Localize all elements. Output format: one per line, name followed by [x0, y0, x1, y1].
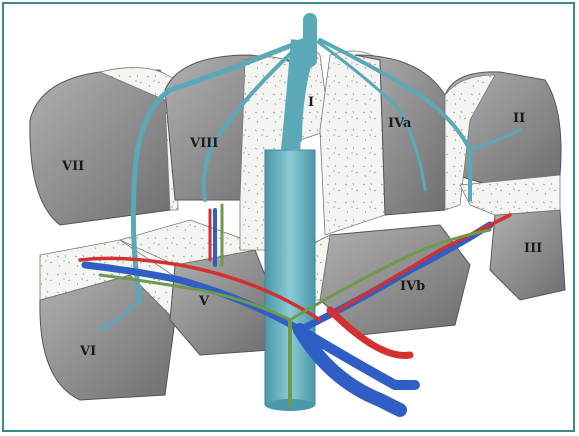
segment-label-vii: VII: [61, 159, 84, 174]
segment-label-ii: II: [513, 111, 525, 126]
segment-label-i: I: [308, 95, 314, 110]
segment-label-v: V: [198, 294, 210, 309]
segment-label-iva: IVa: [388, 116, 412, 131]
segment-vii: [30, 68, 178, 226]
segment-label-viii: VIII: [189, 136, 218, 151]
segment-vi: [40, 240, 180, 400]
segment-iva: [320, 51, 445, 235]
segment-label-ivb: IVb: [400, 279, 425, 294]
segment-label-iii: III: [524, 241, 542, 256]
segment-label-vi: VI: [79, 344, 96, 359]
